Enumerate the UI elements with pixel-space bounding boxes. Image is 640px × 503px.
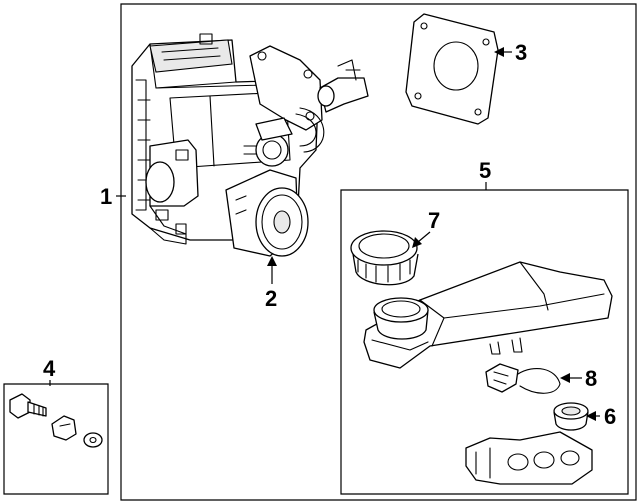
- clip-nut: [51, 415, 77, 441]
- reservoir-bracket: [465, 431, 593, 485]
- callout-6: 6: [604, 404, 616, 429]
- assembly-frame: [120, 3, 637, 501]
- arrowhead-7: [412, 237, 422, 248]
- arrowhead-8: [560, 373, 570, 383]
- callout-3: 3: [515, 40, 527, 65]
- washer: [83, 432, 103, 448]
- gasket: [405, 13, 499, 125]
- hardware-group-frame: [3, 383, 109, 495]
- callout-8: 8: [585, 366, 597, 391]
- callout-1: 1: [100, 184, 112, 209]
- reservoir-group-frame: [340, 189, 629, 495]
- reservoir-tank: [363, 261, 613, 369]
- callout-7: 7: [428, 208, 440, 233]
- arrowhead-3: [494, 47, 504, 57]
- callout-4: 4: [43, 356, 56, 381]
- callout-5: 5: [479, 158, 491, 183]
- grommet: [553, 402, 589, 431]
- leader-7: [417, 231, 431, 243]
- bolt: [9, 393, 47, 419]
- reservoir-cap: [350, 230, 419, 286]
- arrowhead-2: [267, 256, 277, 266]
- callout-2: 2: [265, 286, 277, 311]
- arrowhead-6: [586, 411, 596, 421]
- level-sensor: [485, 363, 561, 394]
- modulator-assembly: [131, 33, 369, 257]
